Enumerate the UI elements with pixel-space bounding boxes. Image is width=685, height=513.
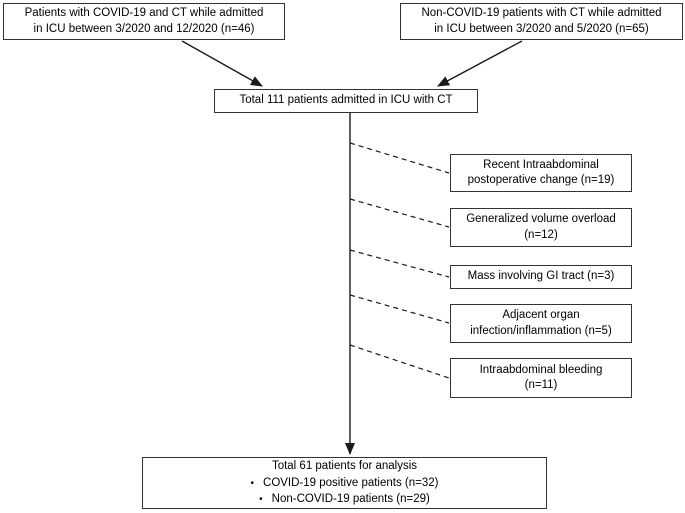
final-bullet-covid-positive: • COVID-19 positive patients (n=32) (251, 475, 439, 492)
bullet-icon: • (259, 494, 263, 506)
dashed-line-exclusion-5 (349, 344, 450, 379)
exclusion-1-line-1: Recent Intraabdominal (483, 158, 599, 171)
exclusion-3-line-1: Mass involving GI tract (n=3) (467, 270, 615, 283)
exclusion-2-line-2: (n=12) (524, 228, 558, 241)
box-total-patients: Total 111 patients admitted in ICU with … (214, 89, 478, 113)
exclusion-4-line-2: infection/inflammation (n=5) (470, 324, 612, 337)
final-bullet-noncovid: • Non-COVID-19 patients (n=29) (259, 491, 430, 508)
exclusion-5-line-1: Intraabdominal bleeding (479, 363, 603, 376)
box-final-analysis: Total 61 patients for analysis • COVID-1… (142, 457, 547, 509)
dashed-line-exclusion-1 (349, 142, 450, 174)
box-noncovid-source-line-2: in ICU between 3/2020 and 5/2020 (n=65) (434, 22, 649, 35)
bullet-icon: • (250, 477, 255, 489)
box-exclusion-gi-mass: Mass involving GI tract (n=3) (450, 265, 632, 289)
dashed-line-exclusion-3 (349, 249, 450, 278)
box-covid-source-line-1: Patients with COVID-19 and CT while admi… (24, 7, 264, 20)
dashed-line-exclusion-4 (349, 294, 450, 324)
exclusion-4-line-1: Adjacent organ (502, 309, 580, 322)
final-bullet-noncovid-text: Non-COVID-19 patients (n=29) (271, 493, 430, 506)
box-exclusion-volume-overload: Generalized volume overload (n=12) (450, 208, 632, 247)
dashed-line-exclusion-2 (349, 198, 450, 228)
box-final-title: Total 61 patients for analysis (271, 460, 418, 472)
final-bullet-covid-positive-text: COVID-19 positive patients (n=32) (263, 476, 439, 489)
exclusion-1-line-2: postoperative change (n=19) (467, 174, 615, 186)
exclusion-2-line-1: Generalized volume overload (466, 213, 616, 226)
box-exclusion-postoperative-change: Recent Intraabdominal postoperative chan… (450, 154, 632, 192)
box-exclusion-intraabdominal-bleeding: Intraabdominal bleeding (n=11) (450, 358, 632, 398)
arrow-noncovid-source-to-total (437, 40, 523, 87)
box-total-patients-text: Total 111 patients admitted in ICU with … (239, 94, 453, 107)
box-exclusion-adjacent-organ: Adjacent organ infection/inflammation (n… (450, 304, 632, 343)
box-noncovid-source: Non-COVID-19 patients with CT while admi… (400, 3, 683, 40)
box-noncovid-source-line-1: Non-COVID-19 patients with CT while admi… (421, 7, 662, 20)
arrow-covid-source-to-total (181, 40, 263, 87)
box-covid-source: Patients with COVID-19 and CT while admi… (3, 3, 285, 40)
box-covid-source-line-2: in ICU between 3/2020 and 12/2020 (n=46) (33, 22, 255, 35)
exclusion-5-line-2: (n=11) (524, 379, 558, 391)
